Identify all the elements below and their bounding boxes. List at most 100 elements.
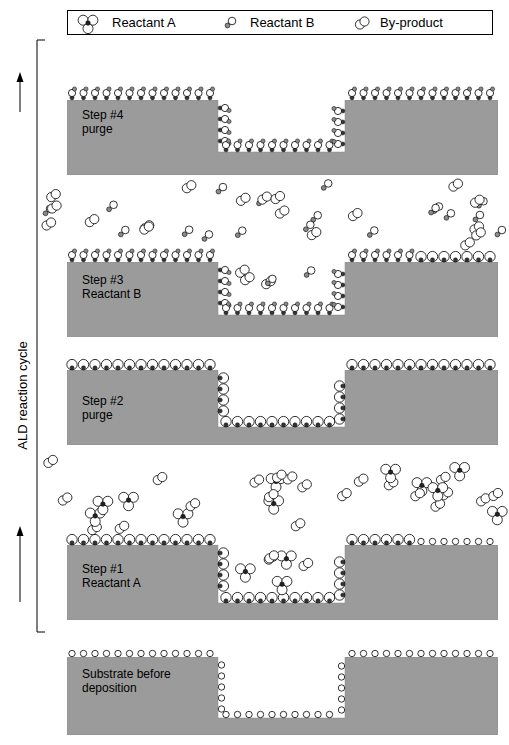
atom (227, 281, 231, 285)
adsorbed-a (170, 359, 180, 370)
atom (95, 508, 105, 518)
atom (70, 366, 74, 370)
adsorbed-a (218, 406, 229, 416)
atom (381, 464, 391, 474)
legend-swatch (78, 15, 98, 33)
adsorbed-b (245, 302, 253, 315)
surface-site (303, 711, 309, 717)
atom (268, 141, 275, 148)
atom (497, 506, 507, 516)
by-product-molecule (47, 189, 61, 201)
atom (160, 89, 167, 96)
atom (318, 139, 322, 143)
atom (91, 251, 98, 258)
adsorbed-a (358, 534, 368, 545)
adsorbed-a (101, 359, 111, 370)
by-product-molecule (275, 206, 289, 218)
atom (332, 139, 336, 143)
adsorbed-a (324, 416, 334, 427)
atom (332, 128, 336, 132)
adsorbed-a (370, 534, 380, 545)
atom (199, 249, 203, 253)
atom (427, 251, 437, 261)
atom (430, 258, 434, 262)
atom (283, 475, 292, 484)
atom (295, 139, 299, 143)
surface-site (338, 685, 344, 691)
atom (370, 534, 380, 544)
adsorbed-a (485, 251, 495, 261)
atom (78, 359, 88, 369)
atom (358, 534, 368, 544)
adsorbed-a (416, 359, 426, 370)
adsorbed-b (218, 126, 231, 134)
atom (304, 148, 308, 152)
surface-site (103, 650, 109, 656)
by-product-molecule (470, 195, 484, 207)
atom (334, 381, 344, 391)
atom (264, 496, 274, 506)
substrate-outline (67, 100, 498, 175)
atom (326, 141, 333, 148)
atom (407, 258, 411, 262)
atom (428, 483, 438, 493)
adsorbed-b (486, 87, 494, 100)
atom (488, 96, 492, 100)
surface-layer (67, 359, 495, 427)
substrate-shape (67, 100, 498, 175)
adsorbed-a (462, 359, 472, 370)
atom (221, 137, 228, 144)
surface-site (184, 650, 190, 656)
substrate-shape (67, 262, 498, 337)
adsorbed-b (360, 87, 368, 100)
atom (404, 534, 414, 544)
atom (101, 359, 111, 369)
atom (240, 265, 249, 274)
atom (44, 458, 53, 467)
adsorbed-a (334, 414, 345, 424)
atom (255, 592, 265, 602)
reactant-a-molecule (428, 483, 448, 501)
adsorbed-b (268, 139, 276, 152)
adsorbed-b (371, 87, 379, 100)
atom (93, 366, 97, 370)
reactant-b-molecule (444, 210, 455, 221)
adsorbed-a (485, 359, 495, 370)
atom (341, 120, 345, 124)
adsorbed-b (183, 249, 191, 262)
atom (63, 493, 72, 502)
by-product-molecule (470, 222, 484, 234)
atom (126, 89, 133, 96)
atom (227, 108, 231, 112)
atom (489, 491, 498, 500)
atom (221, 266, 228, 273)
atom (221, 115, 228, 122)
surface-site (92, 650, 98, 656)
by-product-molecule (236, 265, 250, 277)
atom (295, 302, 299, 306)
reactant-b-molecule (182, 226, 193, 237)
atom (430, 96, 434, 100)
atom (348, 89, 355, 96)
adsorbed-b (326, 302, 334, 315)
adsorbed-a (78, 534, 88, 545)
atom (383, 89, 390, 96)
atom (277, 585, 287, 595)
adsorbed-a (232, 592, 242, 603)
surface-layer (68, 87, 494, 152)
adsorbed-b (383, 87, 391, 100)
atom (348, 251, 355, 258)
atom (269, 552, 278, 561)
atom (43, 211, 48, 216)
atom (364, 249, 368, 253)
adsorbed-a (404, 534, 414, 545)
cycle-label: ALD reaction cycle (15, 339, 30, 451)
atom (218, 406, 228, 416)
reactant-a-molecule (450, 462, 470, 480)
atom (241, 276, 250, 285)
atom (396, 541, 400, 545)
atom (72, 249, 76, 253)
atom (162, 541, 166, 545)
atom (370, 227, 378, 235)
atom (127, 366, 131, 370)
